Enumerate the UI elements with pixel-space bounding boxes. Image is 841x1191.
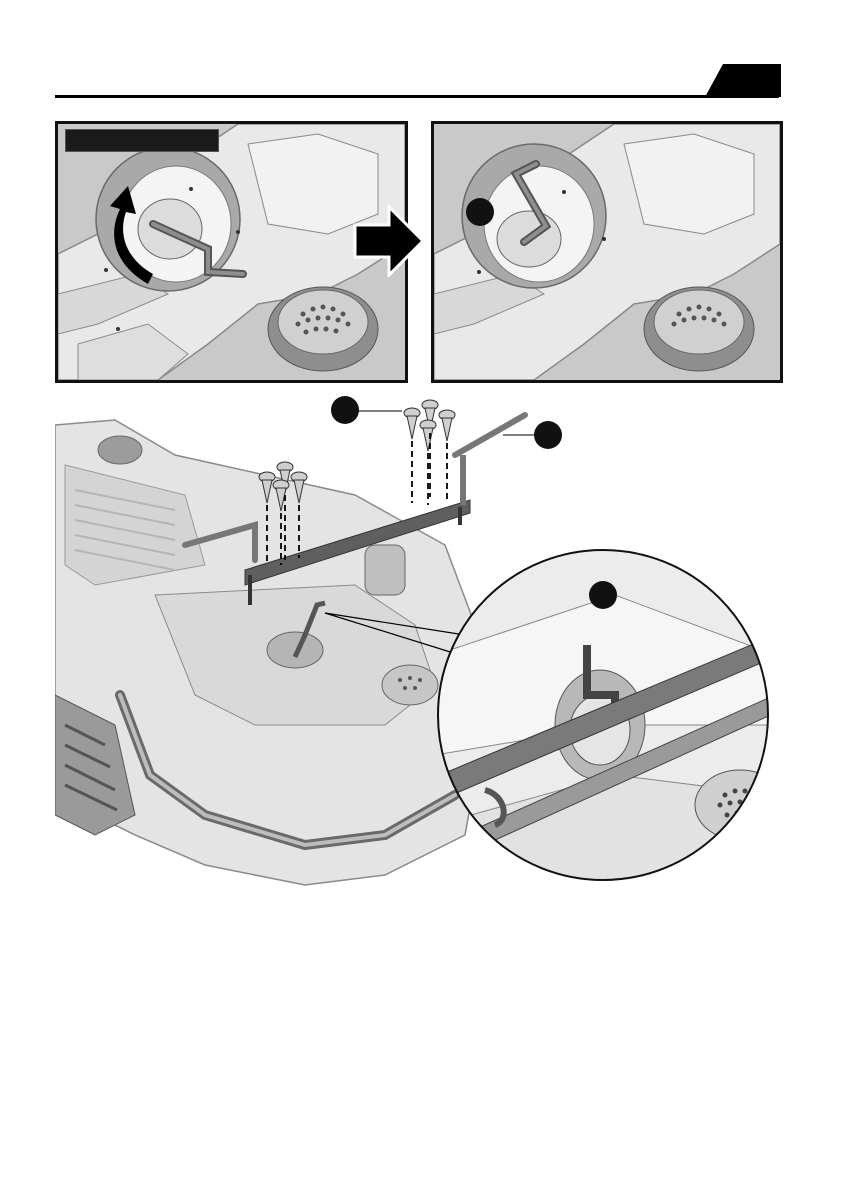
header-rule	[55, 95, 779, 98]
page-number-tab	[705, 64, 781, 97]
step-label-text	[66, 133, 72, 147]
next-step-arrow-icon	[353, 205, 425, 277]
callout-detail	[589, 581, 617, 609]
detail-magnifier	[435, 545, 785, 885]
main-assembly-illustration	[55, 395, 785, 895]
panel-after	[431, 121, 783, 383]
callout-screws	[331, 396, 359, 424]
callout-after-panel	[466, 198, 494, 226]
panel-after-illustration	[434, 124, 780, 380]
callout-bar	[534, 421, 562, 449]
step-label	[65, 129, 219, 152]
